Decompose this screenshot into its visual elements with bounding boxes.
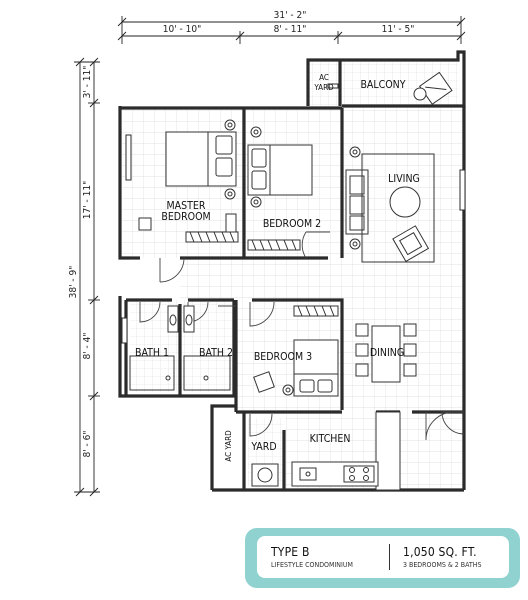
dim-left-total: 38' - 9": [68, 266, 79, 299]
top-dimension-lines: [117, 16, 466, 44]
dim-left-seg3: 8' - 4": [82, 332, 93, 359]
furniture: [129, 71, 453, 491]
room-ac-yard-top-line1: AC: [319, 73, 329, 82]
room-ac-yard-top-line2: YARD: [313, 83, 334, 92]
dimension-labels: 31' - 2" 10' - 10" 8' - 11" 11' - 5" 38'…: [68, 10, 414, 458]
room-bath2: BATH 2: [199, 347, 233, 359]
unit-info-panel: TYPE B LIFESTYLE CONDOMINIUM 1,050 SQ. F…: [257, 536, 509, 578]
room-dining: DINING: [370, 347, 404, 359]
room-bedroom3: BEDROOM 3: [254, 351, 312, 363]
room-master-line2: BEDROOM: [161, 211, 210, 223]
room-bedroom2: BEDROOM 2: [263, 218, 321, 230]
unit-subtitle: LIFESTYLE CONDOMINIUM: [271, 561, 353, 569]
unit-rooms: 3 BEDROOMS & 2 BATHS: [403, 561, 482, 569]
unit-type: TYPE B: [271, 545, 310, 559]
dim-left-seg4: 8' - 6": [82, 430, 93, 457]
dim-top-seg2: 8' - 11": [274, 24, 307, 35]
dim-left-seg2: 17' - 11": [82, 181, 93, 219]
doors: [139, 231, 465, 441]
unit-area: 1,050 SQ. FT.: [403, 545, 477, 559]
windows: [121, 83, 466, 344]
dim-left-seg1: 3' - 11": [82, 66, 93, 99]
room-labels: AC YARD BALCONY LIVING MASTER BEDROOM BE…: [135, 73, 420, 462]
left-dimension-lines: [74, 57, 100, 497]
floor-tiles: [122, 62, 465, 488]
unit-info-card: TYPE B LIFESTYLE CONDOMINIUM 1,050 SQ. F…: [245, 528, 520, 588]
room-ac-yard-side: AC YARD: [224, 430, 233, 462]
room-master-line1: MASTER: [167, 200, 206, 212]
room-bath1: BATH 1: [135, 347, 169, 359]
unit-size-block: 1,050 SQ. FT. 3 BEDROOMS & 2 BATHS: [403, 545, 481, 569]
dim-top-total: 31' - 2": [274, 10, 307, 21]
room-yard: YARD: [250, 441, 276, 453]
info-divider: [389, 544, 390, 570]
unit-type-block: TYPE B LIFESTYLE CONDOMINIUM: [271, 545, 353, 569]
room-living: LIVING: [388, 173, 420, 185]
walls: [118, 50, 466, 492]
room-kitchen: KITCHEN: [310, 433, 351, 445]
room-balcony: BALCONY: [360, 79, 405, 91]
dim-top-seg3: 11' - 5": [382, 24, 415, 35]
dim-top-seg1: 10' - 10": [163, 24, 201, 35]
